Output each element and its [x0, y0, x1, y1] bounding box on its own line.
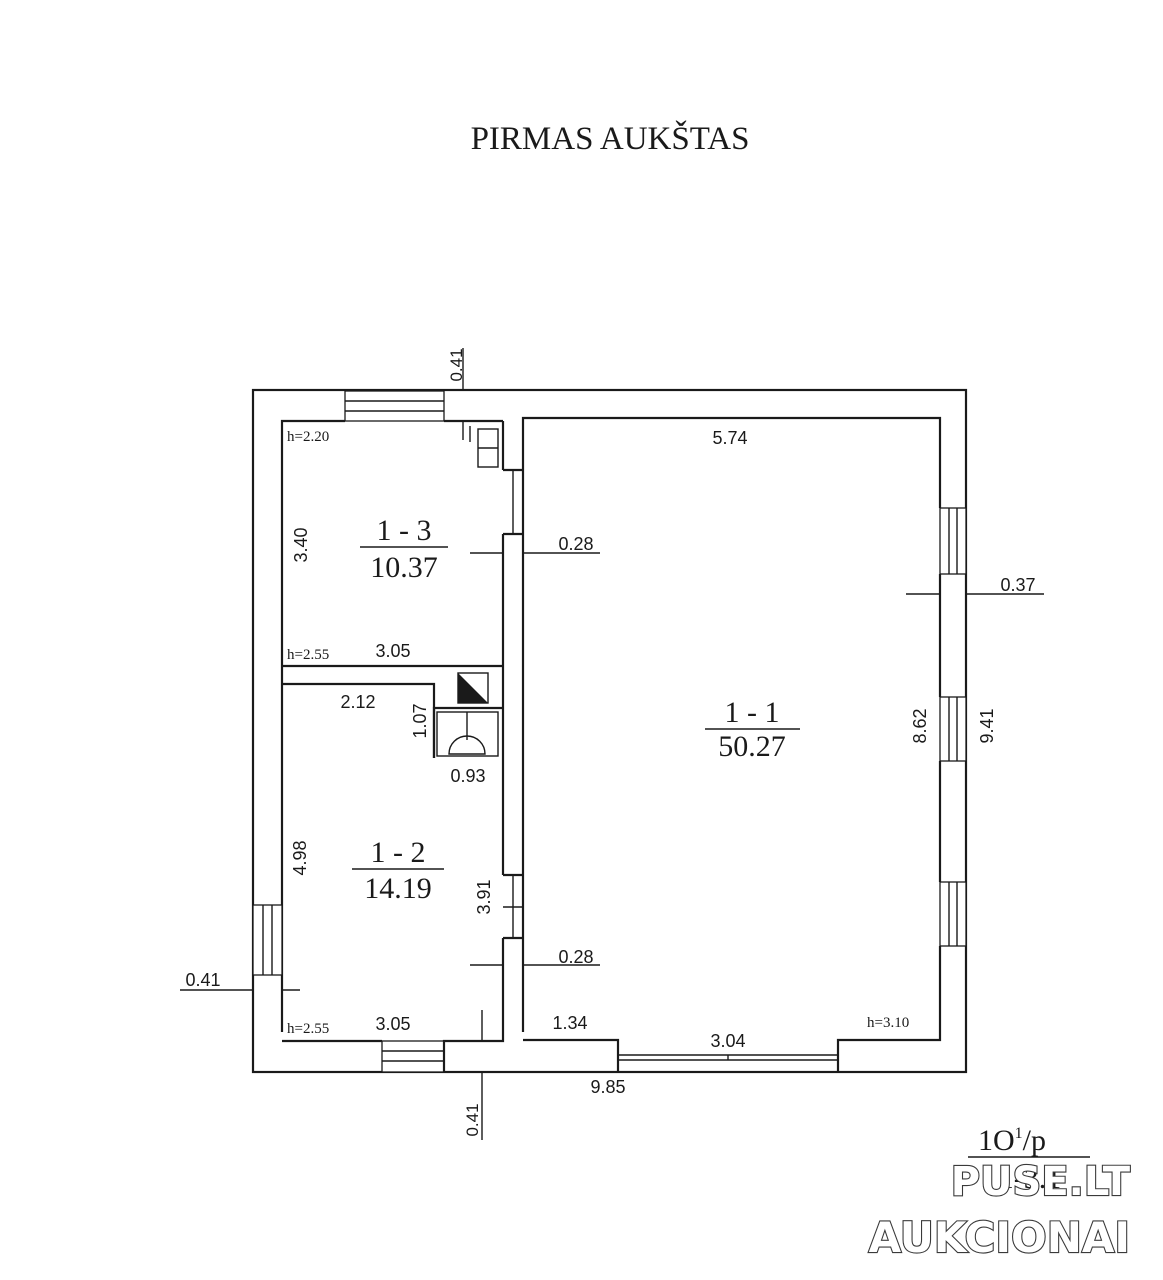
dim-overall-length: 9.41 [977, 708, 997, 743]
room-area: 14.19 [364, 872, 432, 905]
dim-room12-h: h=2.55 [287, 1021, 329, 1037]
watermark-line2: AUKCIONAI [869, 1213, 1130, 1262]
dim-right-wall: 0.37 [1000, 575, 1035, 595]
outer-wall-outline [251, 388, 968, 1074]
dim-room13-width: 3.05 [375, 641, 410, 661]
dim-closet-small: 0.93 [450, 766, 485, 786]
dim-room12-width: 3.05 [375, 1014, 410, 1034]
svg-text:1O1/p: 1O1/p [978, 1124, 1046, 1157]
room-1-3-boundary [282, 426, 503, 668]
dimension-labels: 0.41 5.74 0.28 0.37 8.62 9.41 h=2.20 3.4… [185, 348, 1035, 1136]
left-wall-window [252, 904, 283, 976]
room-id: 1 - 1 [725, 696, 780, 729]
dim-closet-depth: 1.07 [410, 703, 430, 738]
dim-partition-upper: 0.28 [558, 534, 593, 554]
dim-room13-h-top: h=2.20 [287, 429, 329, 445]
dim-top-wall: 0.41 [447, 348, 466, 381]
code-bottom: 1-3.1 [999, 1162, 1062, 1195]
dim-left-wall: 0.41 [185, 970, 220, 990]
dim-room13-length: 3.40 [291, 527, 311, 562]
room-id: 1 - 2 [371, 836, 426, 869]
interior-partition [501, 421, 523, 940]
dim-room11-length: 8.62 [910, 708, 930, 743]
dimension-lines [180, 348, 1044, 1140]
code-sup: 1 [1015, 1125, 1023, 1142]
dim-closet-width: 2.12 [340, 692, 375, 712]
dim-room11-h: h=3.10 [867, 1015, 909, 1031]
dim-window-segment: 3.04 [710, 1031, 745, 1051]
dim-partition-lower: 0.28 [558, 947, 593, 967]
right-wall-windows [836, 507, 967, 1072]
dim-room13-h-bottom: h=2.55 [287, 647, 329, 663]
room-area: 50.27 [718, 730, 786, 763]
bottom-wall [282, 938, 838, 1073]
room-label-1-3: 1 - 3 10.37 [360, 514, 448, 584]
dim-room11-width: 5.74 [712, 428, 747, 448]
watermark-logo: PUSE.LT AUKCIONAI [867, 1158, 1131, 1263]
code-top: 1O [978, 1124, 1015, 1157]
dim-overall-width: 9.85 [590, 1077, 625, 1097]
room-area: 10.37 [370, 551, 438, 584]
dim-door-segment: 1.34 [552, 1013, 587, 1033]
watermark-line1: PUSE.LT [951, 1159, 1131, 1205]
room-label-1-1: 1 - 1 50.27 [705, 696, 800, 763]
dim-room12-length: 4.98 [290, 840, 310, 875]
plan-code: 1O1/p 1-3.1 [968, 1124, 1090, 1195]
room-id: 1 - 3 [377, 514, 432, 547]
dim-room12-side: 3.91 [474, 879, 494, 914]
room-label-1-2: 1 - 2 14.19 [352, 836, 444, 905]
dim-bottom-wall: 0.41 [463, 1103, 482, 1136]
top-wall [280, 390, 942, 1032]
plan-title: PIRMAS AUKŠTAS [471, 119, 750, 157]
room-1-2-boundary [282, 672, 503, 758]
code-suffix: /p [1023, 1124, 1046, 1157]
